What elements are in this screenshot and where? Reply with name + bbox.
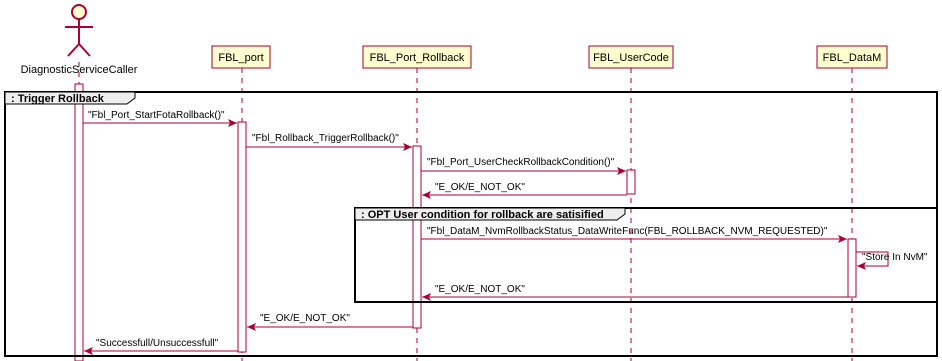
message-label-3: "Fbl_Port_UserCheckRollbackCondition()" bbox=[427, 157, 615, 168]
message-label-5: "Fbl_DataM_NvmRollbackStatus_DataWriteFu… bbox=[427, 226, 828, 237]
arrowhead-7 bbox=[422, 293, 431, 301]
arrowhead-4 bbox=[422, 191, 431, 199]
arrowhead-9 bbox=[84, 347, 93, 355]
arrowhead-1 bbox=[228, 119, 237, 127]
participant-label-rb: FBL_Port_Rollback bbox=[370, 52, 465, 64]
participant-label-port: FBL_port bbox=[218, 52, 263, 64]
message-label-9: "Successfull/Unsuccessfull" bbox=[96, 338, 219, 349]
arrowhead-8 bbox=[247, 323, 256, 331]
message-arrow-6 bbox=[856, 251, 889, 267]
arrowhead-3 bbox=[617, 167, 626, 175]
message-label-6: "Store In NvM" bbox=[862, 252, 928, 263]
activation-uc bbox=[626, 169, 636, 195]
participant-box-port bbox=[211, 45, 271, 69]
message-label-2: "Fbl_Rollback_TriggerRollback()" bbox=[252, 133, 399, 144]
activation-dsc bbox=[74, 83, 84, 361]
activation-dm bbox=[847, 238, 857, 298]
arrowhead-2 bbox=[403, 143, 412, 151]
group-tab-opt bbox=[354, 207, 626, 221]
message-label-8: "E_OK/E_NOT_OK" bbox=[260, 313, 350, 324]
activation-port bbox=[237, 121, 247, 353]
participant-box-rb bbox=[362, 45, 472, 69]
arrowhead-5 bbox=[838, 235, 847, 243]
group-frame-trigger bbox=[4, 91, 938, 357]
message-label-4: "E_OK/E_NOT_OK" bbox=[435, 182, 525, 193]
activation-rb bbox=[412, 145, 422, 329]
participant-label-uc: FBL_UserCode bbox=[593, 52, 669, 64]
group-label-opt: : OPT User condition for rollback are sa… bbox=[361, 209, 604, 221]
group-label-trigger: : Trigger Rollback bbox=[11, 93, 105, 105]
participant-box-uc bbox=[588, 45, 674, 69]
participant-label-dm: FBL_DataM bbox=[823, 52, 882, 64]
message-label-1: "Fbl_Port_StartFotaRollback()" bbox=[88, 110, 225, 121]
message-label-7: "E_OK/E_NOT_OK" bbox=[435, 284, 525, 295]
actor-figure-icon bbox=[65, 4, 93, 57]
group-tab-trigger bbox=[4, 91, 136, 105]
participant-label-dsc: DiagnosticServiceCaller bbox=[21, 64, 138, 76]
group-frame-opt bbox=[354, 207, 938, 303]
participant-box-dm bbox=[816, 45, 888, 69]
arrowhead-6 bbox=[857, 262, 866, 270]
